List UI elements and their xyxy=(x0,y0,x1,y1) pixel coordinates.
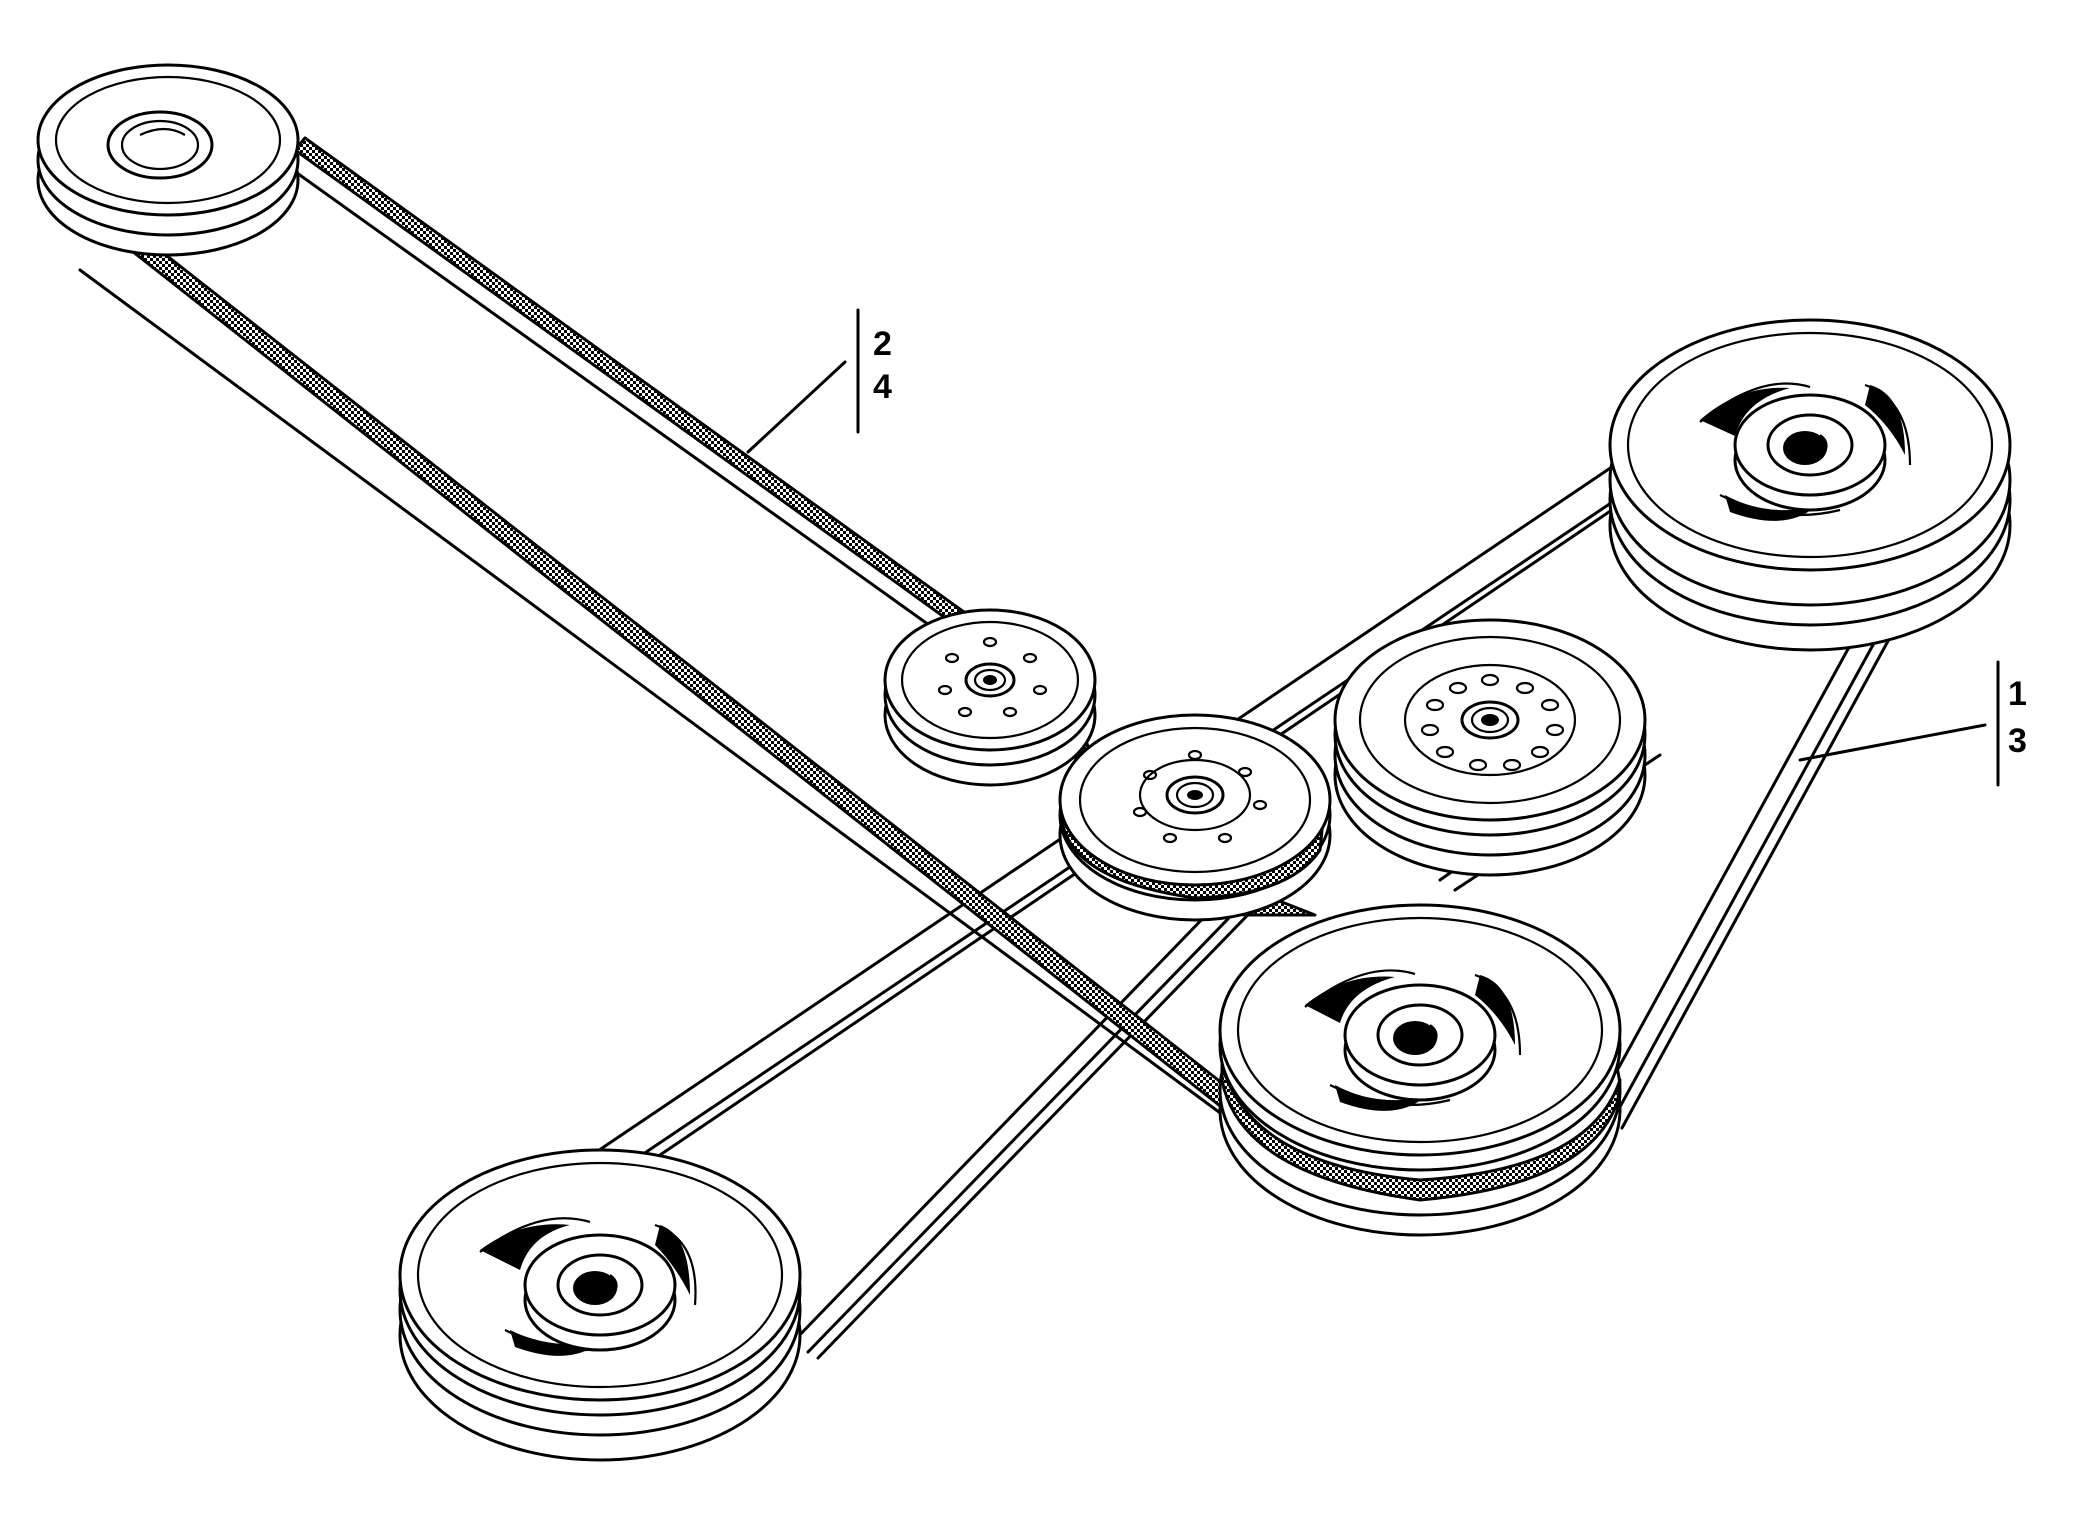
callout-label-3: 3 xyxy=(2008,722,2027,760)
idler-small xyxy=(883,608,1097,787)
callout-label-2: 2 xyxy=(873,325,892,363)
pulley-lower-left xyxy=(398,1148,802,1462)
pulley-top-left xyxy=(36,63,300,257)
callout-right: 1 3 xyxy=(1798,660,2027,787)
callout-upper: 2 4 xyxy=(746,308,892,454)
pulley-lower-right xyxy=(1218,903,1622,1237)
leader-line-right xyxy=(1798,723,1987,762)
callout-label-4: 4 xyxy=(873,368,892,406)
callout-label-1: 1 xyxy=(2008,675,2027,713)
leader-line-upper xyxy=(746,360,847,454)
pulley-upper-right xyxy=(1608,318,2012,652)
idler-right xyxy=(1333,618,1647,877)
meshed-belt xyxy=(46,136,1317,1137)
idler-center xyxy=(1058,713,1332,922)
